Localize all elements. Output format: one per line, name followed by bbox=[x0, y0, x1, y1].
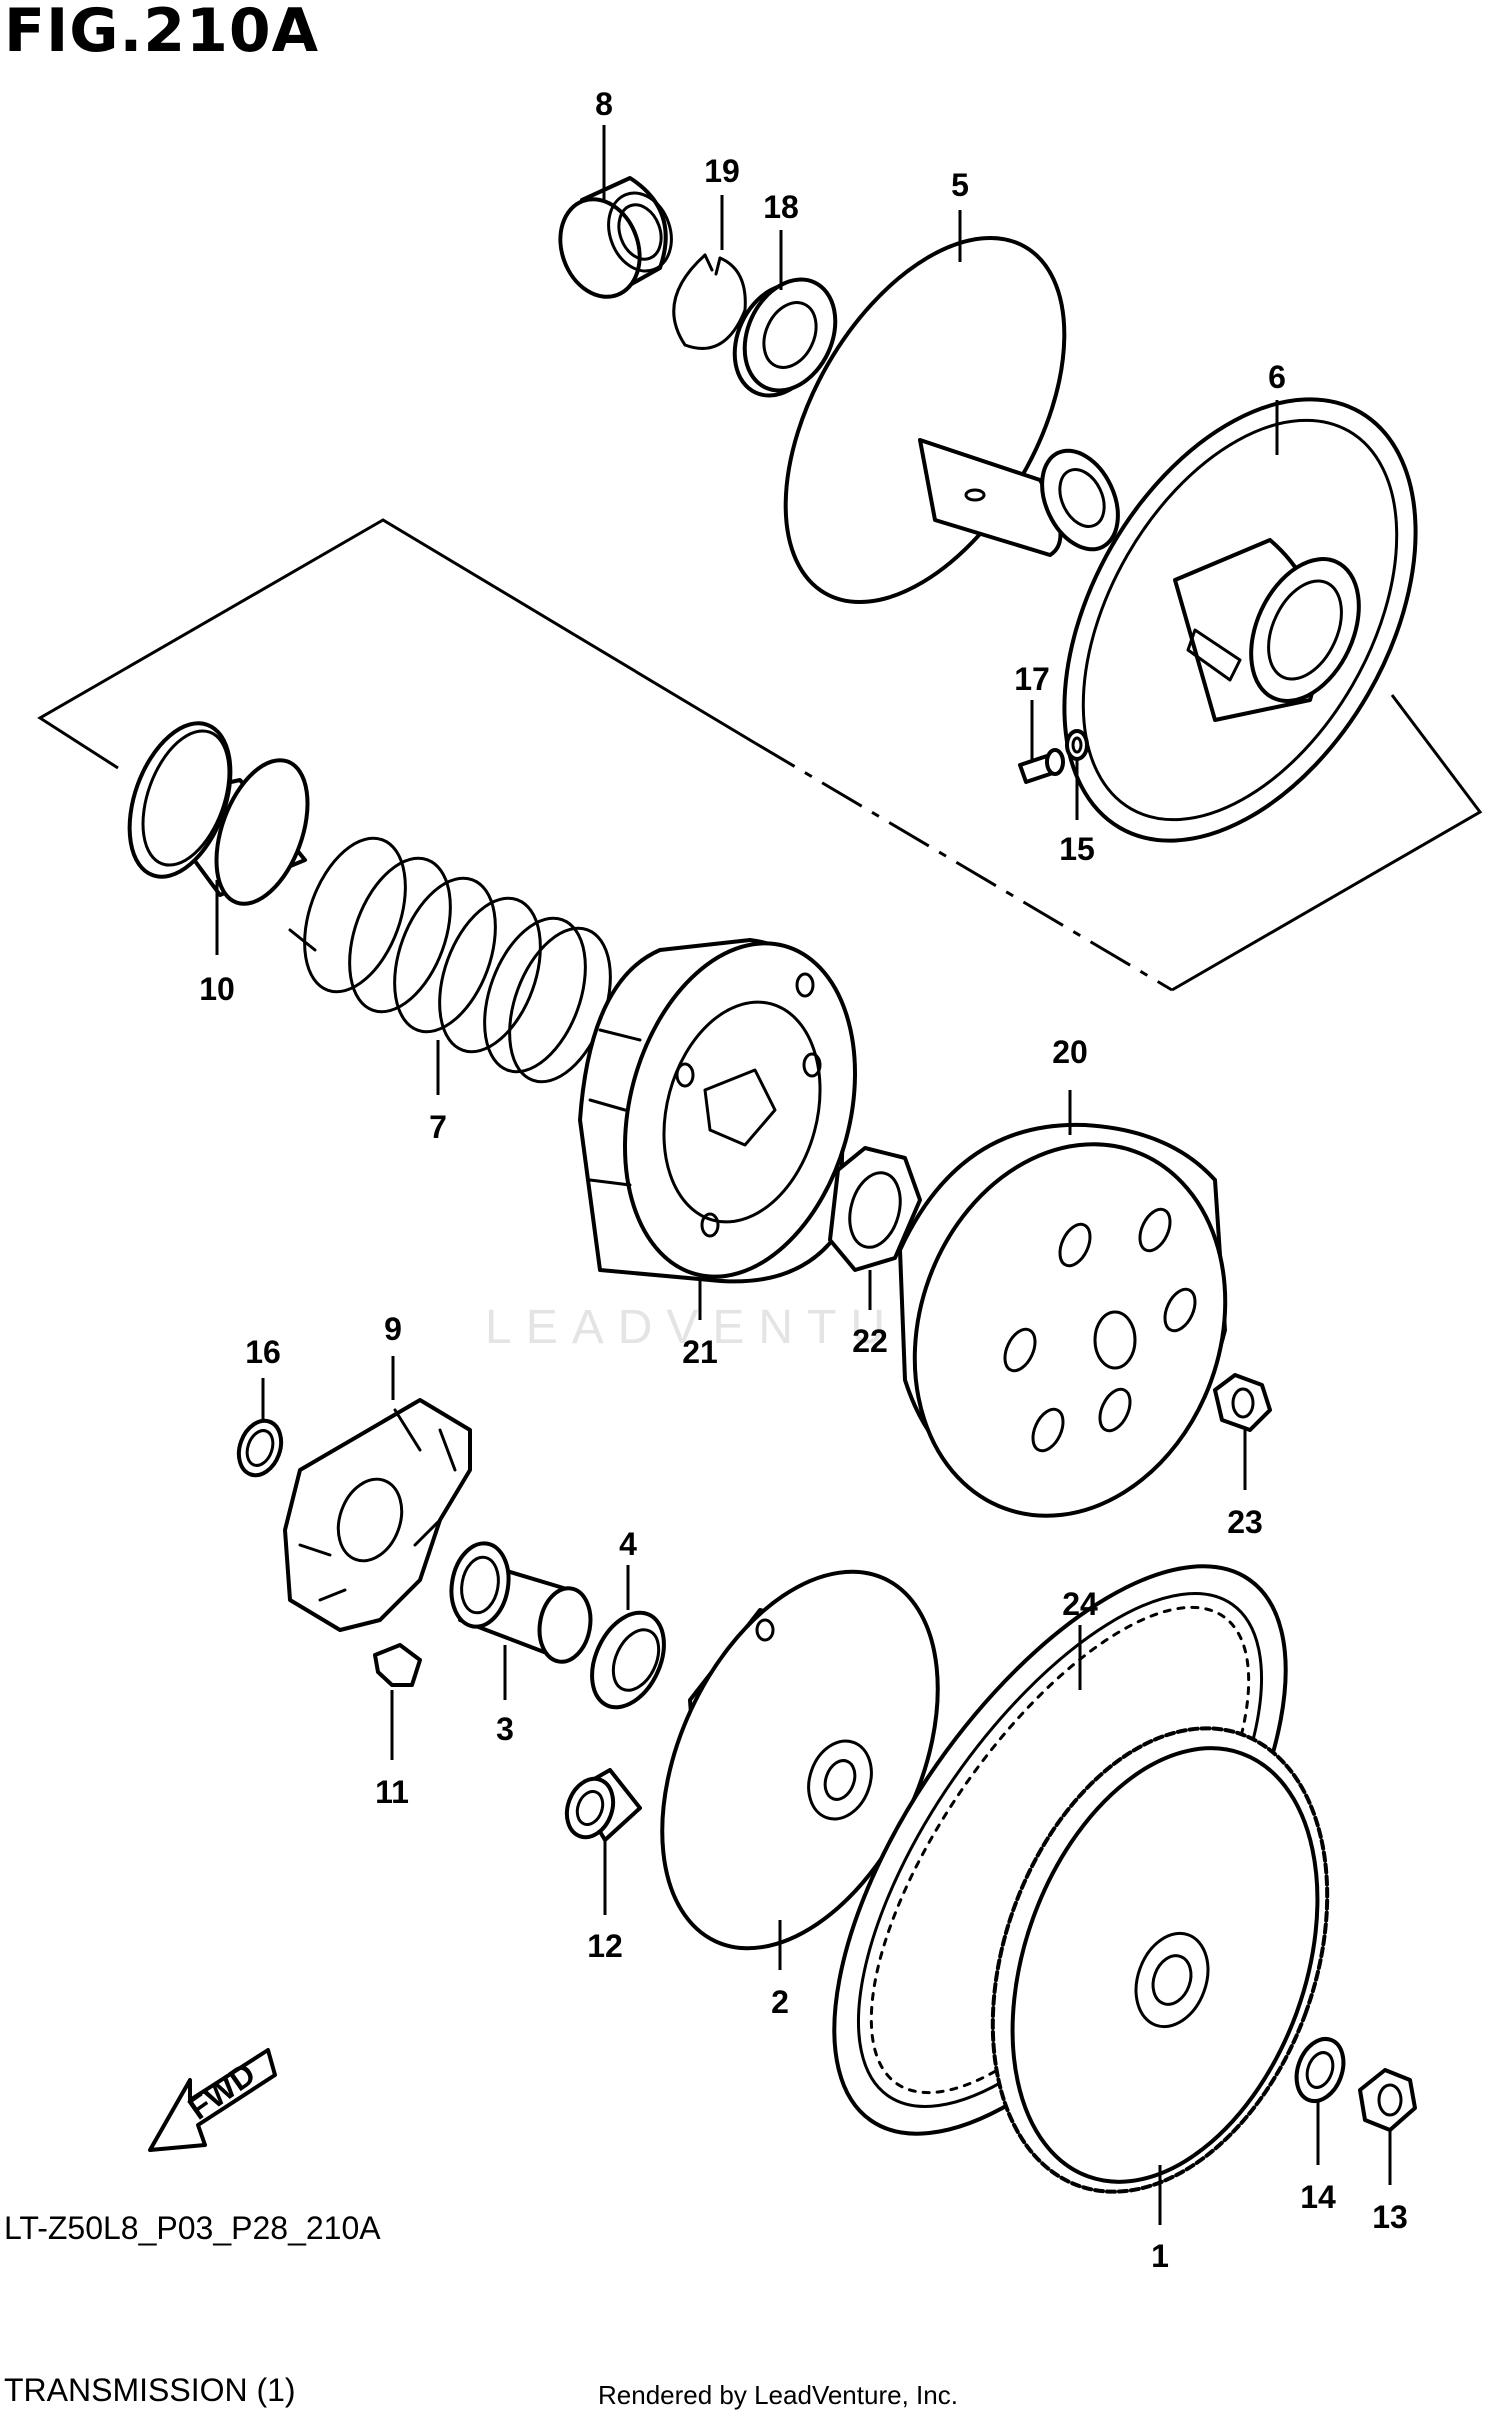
watermark: LEADVENTURE bbox=[485, 1301, 994, 1354]
part-9-cam-plate[interactable] bbox=[283, 1398, 472, 1632]
part-3-spacer[interactable] bbox=[445, 1539, 596, 1666]
callout-23: 23 bbox=[1227, 1504, 1263, 1540]
callout-7: 7 bbox=[429, 1109, 447, 1145]
part-1-driven-gear[interactable] bbox=[932, 1681, 1387, 2238]
callout-18: 18 bbox=[763, 189, 799, 225]
callout-10: 10 bbox=[199, 971, 235, 1007]
figure-title: FIG.210A bbox=[4, 0, 320, 66]
part-20-clutch-housing[interactable] bbox=[864, 1100, 1276, 1560]
part-23-nut[interactable] bbox=[1213, 1373, 1272, 1432]
callout-6: 6 bbox=[1268, 359, 1286, 395]
fwd-arrow-icon: FWD bbox=[148, 2048, 277, 2152]
callout-1: 1 bbox=[1151, 2238, 1169, 2274]
callout-24: 24 bbox=[1062, 1586, 1098, 1622]
callout-8: 8 bbox=[595, 86, 613, 122]
callout-21: 21 bbox=[682, 1334, 718, 1370]
callout-12: 12 bbox=[587, 1928, 623, 1964]
rendered-by-credit: Rendered by LeadVenture, Inc. bbox=[598, 2380, 958, 2410]
part-22-clutch-nut[interactable] bbox=[828, 1146, 922, 1272]
callout-numbers: 8 19 18 5 6 17 15 10 7 20 21 22 23 16 9 … bbox=[199, 86, 1408, 2274]
callout-2: 2 bbox=[771, 1984, 789, 2020]
part-10-sleeve[interactable] bbox=[110, 709, 325, 916]
part-8-needle-bearing[interactable] bbox=[547, 176, 682, 308]
part-11-slider-guide[interactable] bbox=[373, 1643, 422, 1687]
callout-9: 9 bbox=[384, 1311, 402, 1347]
callout-22: 22 bbox=[852, 1323, 888, 1359]
callout-14: 14 bbox=[1300, 2179, 1336, 2215]
part-6-movable-drive-face[interactable] bbox=[992, 338, 1488, 902]
callout-20: 20 bbox=[1052, 1034, 1088, 1070]
part-15-washer[interactable] bbox=[1065, 729, 1089, 761]
leader-lines bbox=[215, 125, 1392, 2225]
callout-4: 4 bbox=[619, 1526, 637, 1562]
part-21-clutch-shoe[interactable] bbox=[578, 917, 890, 1302]
model-code: LT-Z50L8_P03_P28_210A bbox=[4, 2210, 381, 2246]
part-18-ball-bearing[interactable] bbox=[717, 265, 852, 411]
callout-16: 16 bbox=[245, 1334, 281, 1370]
part-4-bushing[interactable] bbox=[578, 1601, 678, 1719]
part-17-pin[interactable] bbox=[1018, 748, 1065, 784]
part-7-spring[interactable] bbox=[285, 824, 629, 1095]
callout-17: 17 bbox=[1014, 661, 1050, 697]
callout-15: 15 bbox=[1059, 831, 1095, 867]
part-16-washer[interactable] bbox=[232, 1415, 289, 1481]
assembly-group-outline bbox=[37, 518, 1483, 992]
part-2-driven-face[interactable] bbox=[607, 1528, 994, 1992]
part-5-drive-face[interactable] bbox=[728, 191, 1133, 649]
part-19-circlip[interactable] bbox=[672, 253, 747, 350]
callout-5: 5 bbox=[951, 167, 969, 203]
callout-3: 3 bbox=[496, 1711, 514, 1747]
callout-19: 19 bbox=[704, 153, 740, 189]
part-14-washer[interactable] bbox=[1288, 2032, 1351, 2107]
callout-11: 11 bbox=[375, 1774, 409, 1810]
callout-13: 13 bbox=[1372, 2199, 1408, 2235]
section-title: TRANSMISSION (1) bbox=[4, 2372, 296, 2408]
part-13-nut[interactable] bbox=[1358, 2068, 1417, 2132]
part-12-bushing[interactable] bbox=[559, 1768, 642, 1844]
